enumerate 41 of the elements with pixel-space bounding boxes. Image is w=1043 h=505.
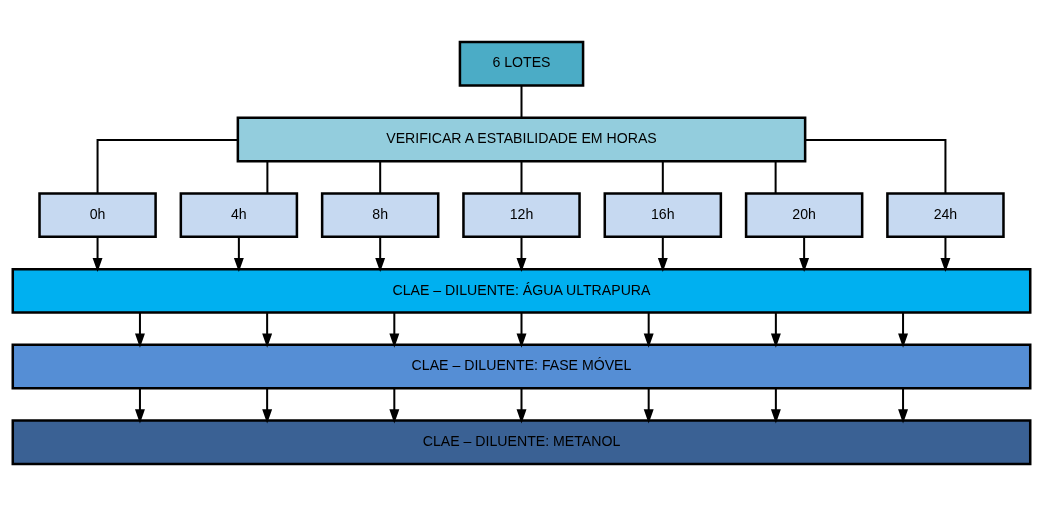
connector xyxy=(520,85,523,118)
arrow xyxy=(92,236,103,272)
arrow xyxy=(940,236,951,272)
node-box: 12h xyxy=(462,191,581,238)
arrow xyxy=(643,387,654,423)
arrow xyxy=(389,387,400,423)
arrow xyxy=(770,312,781,348)
arrow xyxy=(898,312,908,348)
node-box: 8h xyxy=(320,191,440,238)
node-box: 6 LOTES xyxy=(458,40,585,87)
connector xyxy=(520,160,523,193)
node-box: 20h xyxy=(744,191,864,238)
arrow xyxy=(898,387,908,423)
arrow xyxy=(516,312,527,348)
arrow xyxy=(799,236,810,272)
node-box: 4h xyxy=(179,191,299,238)
node-box: CLAE – DILUENTE: FASE MÓVEL xyxy=(11,343,1032,389)
arrow xyxy=(516,236,527,272)
connector xyxy=(774,160,777,193)
connector xyxy=(266,160,269,193)
arrow xyxy=(233,236,244,272)
connector xyxy=(96,138,238,193)
arrow xyxy=(135,387,145,423)
node-box: 24h xyxy=(886,191,1005,238)
connector xyxy=(379,160,382,193)
node-box: VERIFICAR A ESTABILIDADE EM HORAS xyxy=(236,115,807,162)
arrow xyxy=(770,387,781,423)
arrow xyxy=(516,387,527,423)
arrow xyxy=(135,312,145,348)
node-box: CLAE – DILUENTE: ÁGUA ULTRAPURA xyxy=(11,267,1032,314)
node-box: CLAE – DILUENTE: METANOL xyxy=(11,418,1032,465)
arrow xyxy=(262,387,273,423)
arrow xyxy=(657,236,668,272)
arrow xyxy=(375,236,386,272)
connector xyxy=(805,138,947,193)
node-box: 0h xyxy=(38,191,157,238)
arrow xyxy=(389,312,400,348)
connector xyxy=(661,160,664,193)
arrow xyxy=(262,312,273,348)
node-box: 16h xyxy=(603,191,723,238)
arrow xyxy=(643,312,654,348)
